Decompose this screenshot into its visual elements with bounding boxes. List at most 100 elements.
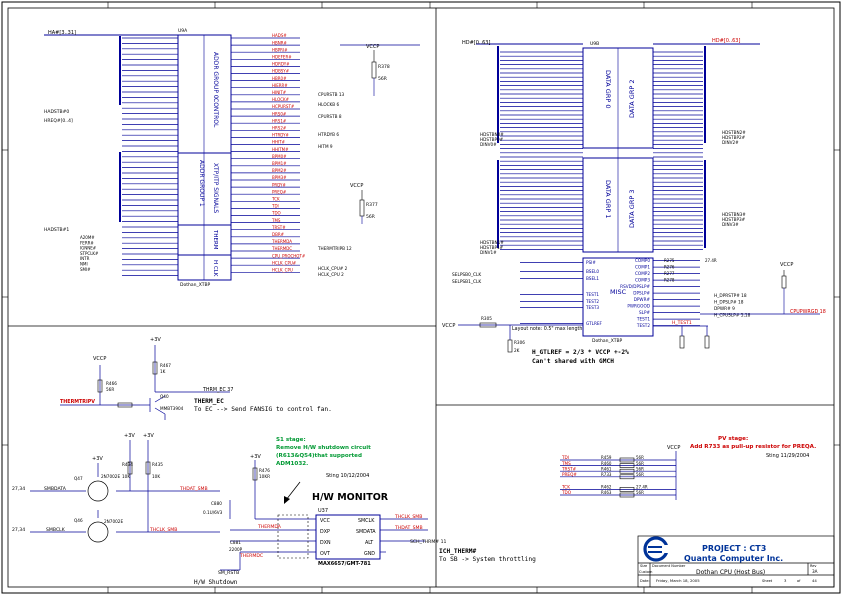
therm-ec-net-out: THRM_EC 37 <box>202 387 233 393</box>
dpslp-net-label: DPWR# 9 <box>714 306 735 312</box>
cpu-right-group-data1: DATA GRP 1 <box>604 180 612 219</box>
strobe-left-label: DINV1# <box>480 250 497 255</box>
therm-ec-q-part: MMBT3904 <box>160 406 184 411</box>
net-label: BPM1# <box>272 161 287 166</box>
itp-net-label: TMS <box>561 461 571 466</box>
itp-resistor <box>619 492 635 498</box>
hw-monitor-ich-label: ICH_THERM# <box>439 548 477 555</box>
misc-left-label: BSEL1 <box>586 276 599 281</box>
net-label: TDI <box>271 204 279 209</box>
hw-pin-r3: GND <box>364 551 375 557</box>
hw-monitor-cap: C880 <box>211 501 222 506</box>
left-ctrl-label: A20M# <box>80 235 95 240</box>
misc-left-label: TEST2 <box>585 299 599 304</box>
hw-monitor-ich-desc: To SB -> System throttling <box>439 556 536 563</box>
misc-right-label: COMP0 <box>635 258 650 263</box>
strobe-right-label: DINV2# <box>722 140 739 145</box>
title-rev: 3A <box>812 569 818 574</box>
sel-net-label: SELPSB0_CLK <box>452 272 481 278</box>
right-tag-label: HITM 9 <box>318 144 333 149</box>
s1-arrow <box>285 481 301 501</box>
therm-ec-vccp: VCCP <box>93 356 106 362</box>
cpu-left-group-hclk: H CLK <box>212 260 218 277</box>
title-size: Custom <box>639 570 653 574</box>
itp-resistor <box>619 468 635 474</box>
cpu-right-group-data0: DATA GRP 0 <box>604 70 612 109</box>
smbus-r1-val: 10K <box>122 474 130 479</box>
cpu-right-ref: U9B <box>590 41 599 47</box>
s1-line-3: ADM1032. <box>276 461 308 467</box>
misc-left-label: PSI# <box>586 260 596 265</box>
net-label: BPM3# <box>272 175 287 180</box>
hw-pin-r0: SMCLK <box>358 518 375 524</box>
title-block <box>637 535 835 588</box>
strobe-right-label: HDSTBN3# <box>722 212 746 217</box>
right-tag-label: CPURSTB 13 <box>318 92 345 97</box>
net-label: HLOCK# <box>272 97 290 102</box>
misc-right-label: PWRGOOD <box>627 304 650 309</box>
misc-right-label: DPSLP# <box>633 291 650 296</box>
hw-monitor-r: R476 <box>259 468 270 473</box>
right-tag-label: HCLK_CPU# 2 <box>318 266 348 271</box>
quanta-logo <box>643 536 669 562</box>
cpu-left-part: Dothan_XTBP <box>180 282 211 288</box>
net-label: HRS1# <box>272 118 287 123</box>
right-tag-label: CPURSTB 8 <box>318 114 342 119</box>
smbus-q1: Q47 <box>74 476 83 481</box>
misc-right-label: SLP# <box>639 310 651 315</box>
smbus-r2: R435 <box>152 462 163 467</box>
smbus-r1: R434 <box>122 462 133 467</box>
cpu-right-group-misc: MISC <box>610 288 627 296</box>
cpu-right-pwrgd: CPUPWRGD 18 <box>790 309 826 315</box>
itp-vccp: VCCP <box>667 445 680 451</box>
net-label: THERMDC <box>271 246 292 251</box>
cpu-right-vccp2: VCCP <box>780 262 793 268</box>
hw-monitor-bottom-net: SM_RSTB <box>218 570 239 576</box>
sel-net-label: SELPSB1_CLK <box>452 279 481 285</box>
strobe-left-label: DINV0# <box>480 142 497 147</box>
right-tag-label: HLOCKB 6 <box>318 102 340 107</box>
net-label: HTRDY# <box>272 133 290 138</box>
cpu-left-group-xtp: XTP/ITP SIGNALS <box>212 163 219 213</box>
hw-monitor-vcc: +3V <box>250 454 261 460</box>
smbus-tag1: 27,34 <box>12 486 25 492</box>
left-ctrl-label: NMI <box>80 262 88 267</box>
comp-res-label: R278 <box>664 278 675 283</box>
left-ctrl-label: FERR# <box>80 240 94 245</box>
strobe-right-label: HDSTBN2# <box>722 130 746 135</box>
cpu-left-addr-strobe2: HADSTB#1 <box>44 227 69 233</box>
title-sheet-label: Sheet <box>762 579 773 583</box>
itp-val-label: 56R <box>636 466 644 471</box>
cpu-right-group-data2: DATA GRP 2 <box>628 80 636 119</box>
misc-right-label: COMP2 <box>635 271 650 276</box>
itp-val-label: 27.4R <box>636 485 648 490</box>
misc-right-label: TEST1 <box>636 317 650 322</box>
net-label: HCLK_CPU# <box>272 260 297 265</box>
smbus-out1: THDAT_SMB <box>179 486 208 492</box>
therm-ec-circuit <box>60 345 230 420</box>
cpu-left-box-therm <box>177 224 232 256</box>
strobe-right-label: DINV3# <box>722 222 739 227</box>
cpu-left-group-addr: ADDR GROUP 0 <box>212 52 219 99</box>
misc-right-label: DPWR# <box>634 297 651 302</box>
smbus-q2-part: 2N7002E <box>104 519 123 524</box>
cpu-right-box-misc <box>582 257 654 337</box>
hw-pin-l1: DXP <box>320 529 330 535</box>
title-rev-label: Rev <box>810 564 817 568</box>
misc-left-label: TEST3 <box>585 305 599 310</box>
misc-right-label: TEST2 <box>636 323 650 328</box>
itp-val-label: 56R <box>636 461 644 466</box>
cpu-left-req-bus: HREQ#[0..4] <box>44 118 73 124</box>
cpu-right-part: Dothan_XTBP <box>592 338 623 344</box>
dpslp-net-label: H_CPUSLP# 5,18 <box>714 313 751 319</box>
cpu-left-bus-in: HA#[3..31] <box>48 30 76 36</box>
smbus-vcc3: +3V <box>143 433 154 439</box>
net-label: DBR# <box>272 232 285 237</box>
comp-res-label: R276 <box>664 265 675 270</box>
cpu-right-group-data3: DATA GRP 3 <box>628 190 636 229</box>
cpu-right-vccp: VCCP <box>442 323 455 329</box>
smbus-q1-part: 2N7002E <box>101 474 120 479</box>
hw-monitor-net-l1: THERMDC <box>239 553 263 559</box>
itp-val-label: 56R <box>636 490 644 495</box>
